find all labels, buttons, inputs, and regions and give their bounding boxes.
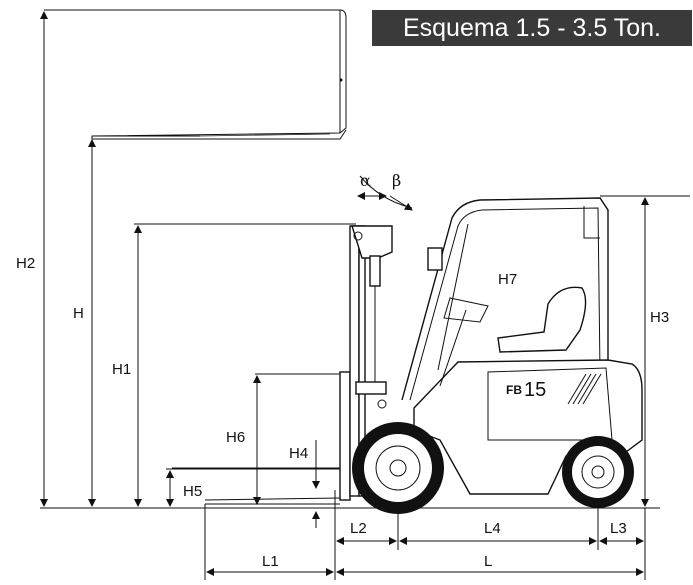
dim-label-l2: L2: [350, 520, 367, 537]
dim-label-l3: L3: [610, 520, 627, 537]
fork-icon: [44, 9, 347, 140]
dim-label-h2: H2: [16, 255, 35, 272]
dim-label-h4: H4: [289, 445, 308, 462]
front-wheel-icon: [352, 422, 444, 514]
dim-label-h1: H1: [112, 361, 131, 378]
dim-label-l4: L4: [484, 520, 501, 537]
schema-title: Esquema 1.5 - 3.5 Ton.: [372, 10, 692, 46]
dim-label-h7: H7: [498, 271, 517, 288]
dim-label-h: H: [73, 305, 84, 322]
lower-fork: [172, 467, 341, 505]
angle-beta-label: β: [392, 171, 401, 190]
vent-icon: [567, 373, 602, 405]
rear-wheel-icon: [562, 436, 634, 508]
dim-label-h6: H6: [226, 429, 245, 446]
model-badge-prefix: FB: [506, 383, 522, 397]
dim-label-h5: H5: [183, 483, 202, 500]
dim-label-h3: H3: [650, 309, 669, 326]
forklift-drawing: FB 15: [401, 197, 643, 495]
dim-label-l1: L1: [262, 553, 279, 570]
dim-label-l: L: [484, 553, 492, 570]
angle-alpha-label: α: [360, 171, 371, 190]
model-badge-number: 15: [524, 379, 546, 401]
